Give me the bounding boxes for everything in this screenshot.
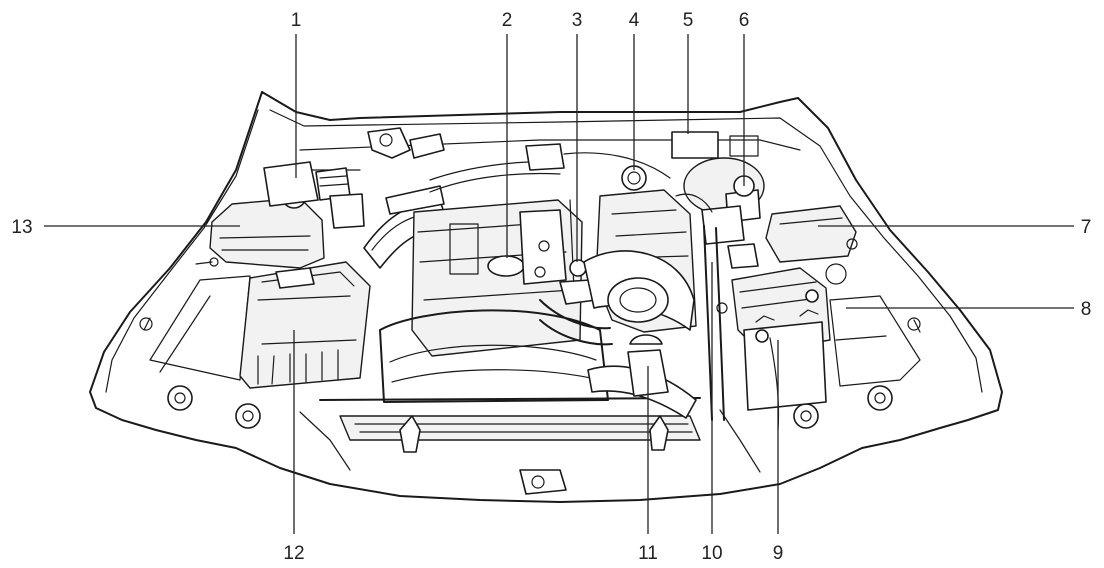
fender-bolt-right-2 [867, 385, 893, 411]
callout-8: 8 [1081, 299, 1092, 320]
callout-12: 12 [283, 543, 304, 564]
callout-labels: 1 2 3 4 5 6 7 8 9 10 11 12 13 [11, 10, 1091, 564]
leader-lines [44, 34, 1074, 534]
callout-2: 2 [502, 10, 513, 31]
callout-1: 1 [291, 10, 302, 31]
fender-bolt-left-1 [167, 385, 193, 411]
fender-bolt-right-1 [793, 403, 819, 429]
callout-3: 3 [572, 10, 583, 31]
callout-9: 9 [773, 543, 784, 564]
callout-10: 10 [701, 543, 722, 564]
callout-13: 13 [11, 217, 32, 238]
callout-4: 4 [629, 10, 640, 31]
callout-7: 7 [1081, 217, 1092, 238]
fender-bolt-left-2 [235, 403, 261, 429]
engine-bay-illustration [89, 91, 1003, 503]
callout-5: 5 [683, 10, 694, 31]
callout-11: 11 [638, 543, 658, 564]
callout-6: 6 [739, 10, 750, 31]
